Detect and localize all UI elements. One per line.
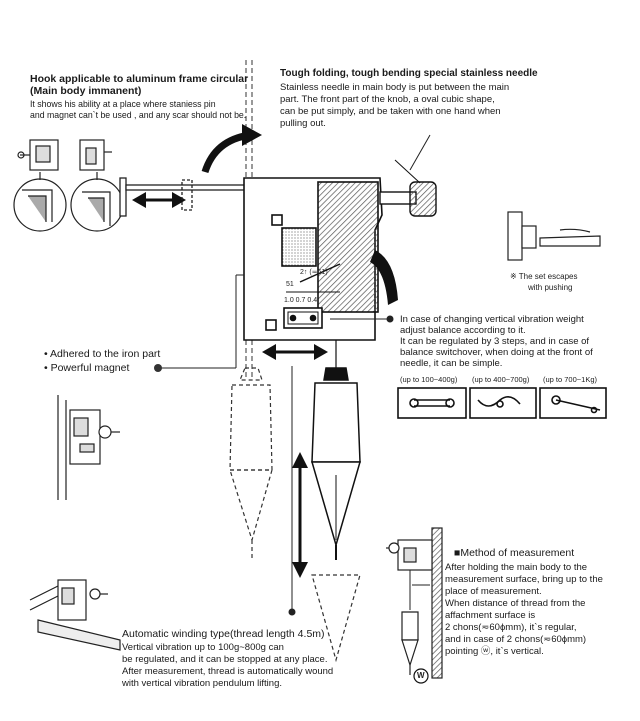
scale-top-mark: 2↑ (≂61) [300, 269, 328, 276]
method-line-8: pointing ⓦ, it`s vertical. [445, 646, 544, 657]
hook-title-line1: Hook applicable to aluminum frame circul… [30, 73, 249, 85]
scale-bottom-mark: 1.0 0.7 0.4 [284, 297, 318, 304]
method-title: ■Method of measurement [454, 547, 575, 559]
hook-illustration [13, 139, 124, 232]
winding-line-2: be regulated, and it can be stopped at a… [122, 654, 328, 665]
needle-title: Tough folding, tough bending special sta… [280, 68, 538, 79]
magnet-item-1-text: Adhered to the iron part [50, 348, 161, 360]
balance-line-4: balance switchover, when doing at the fr… [400, 347, 593, 358]
hook-body-line1: It shows his ability at a place where st… [30, 99, 216, 110]
method-line-7: and in case of 2 chons(≂60ϕmm) [445, 634, 587, 645]
frame-hook-illustration [29, 579, 121, 651]
push-lever [370, 250, 398, 305]
needle-line-4: pulling out. [280, 118, 326, 129]
ghost-plumb-bob-lower [311, 574, 361, 663]
balance-range-3: (up to 700~1Kg) [543, 375, 597, 384]
balance-line-3: It can be regulated by 3 steps, and in c… [400, 336, 590, 347]
hook-title-line2: (Main body immanent) [30, 85, 142, 97]
offset-arrow [262, 340, 337, 370]
vertical-travel-arrow [292, 452, 308, 578]
method-title-text: Method of measurement [460, 547, 575, 559]
winding-line-1: Vertical vibration up to 100g~800g can [122, 642, 284, 653]
method-line-3: place of measurement. [445, 586, 542, 597]
magnet-item-2: • Powerful magnet [44, 362, 130, 374]
balance-line-1: In case of changing vertical vibration w… [400, 314, 584, 325]
method-line-1: After holding the main body to the [445, 562, 588, 573]
hook-rod [119, 177, 247, 217]
winding-line-4: with vertical vibration pendulum lifting… [122, 678, 282, 689]
measurement-illustration [386, 527, 443, 679]
main-body [243, 177, 383, 341]
measurement-marker-circle [413, 668, 429, 684]
balance-range-2: (up to 400~700g) [472, 375, 530, 384]
iron-part-illustration [57, 395, 120, 500]
rotate-arrow [201, 124, 262, 174]
winding-leader [288, 366, 296, 616]
winding-title: Automatic winding type(thread length 4.5… [122, 628, 325, 640]
magnet-item-2-text: Powerful magnet [50, 362, 130, 374]
magnet-item-1: • Adhered to the iron part [44, 348, 161, 360]
winding-line-3: After measurement, thread is automatical… [122, 666, 334, 677]
balance-line-2: adjust balance according to it. [400, 325, 526, 336]
method-line-4: When distance of thread from the [445, 598, 586, 609]
needle-line-3: can be put simply, and be taken with one… [280, 106, 501, 117]
needle-knob [379, 159, 437, 217]
needle-line-1: Stainless needle in main body is put bet… [280, 82, 510, 93]
push-note-line2: with pushing [528, 283, 573, 292]
method-line-5: affachment surface is [445, 610, 536, 621]
plumb-bob [311, 340, 361, 560]
measurement-marker-label: W [417, 671, 425, 680]
push-hand-illustration [507, 211, 601, 261]
hook-body-line2: and magnet can`t be used , and any scar … [30, 110, 247, 121]
leader-line [409, 134, 431, 171]
balance-leader [330, 315, 394, 323]
magnet-leader [154, 274, 244, 372]
needle-line-2: part. The front part of the knob, a oval… [280, 94, 495, 105]
balance-range-1: (up to 100~400g) [400, 375, 458, 384]
method-line-2: measurement surface, bring up to the [445, 574, 603, 585]
method-line-6: 2 chons(≂60ϕmm), it`s regular, [445, 622, 577, 633]
balance-switch-illustrations [397, 387, 607, 419]
scale-51-mark: 51 [286, 281, 294, 288]
ghost-plumb-bob [229, 367, 273, 560]
push-note-line1: ※ The set escapes [510, 272, 578, 281]
balance-line-5: needle, it can be simple. [400, 358, 503, 369]
